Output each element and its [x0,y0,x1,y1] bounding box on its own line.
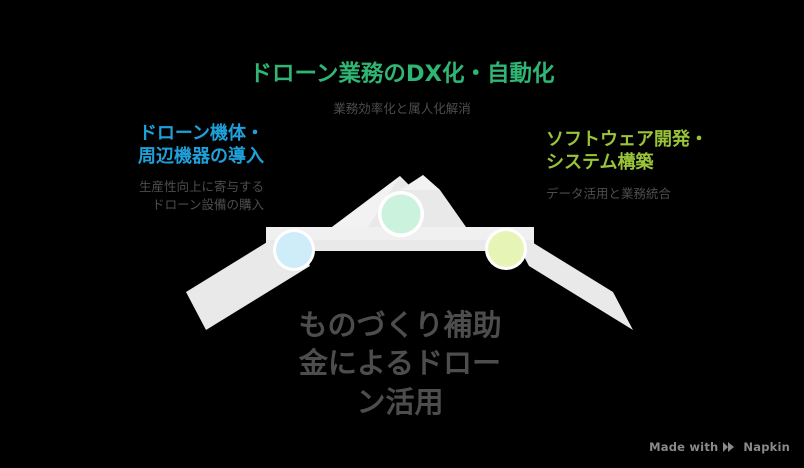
top-node-marker[interactable] [378,191,424,237]
center-label: ものづくり補助 金によるドロー ン活用 [298,308,502,419]
top-node-heading: ドローン業務のDX化・自動化 [249,61,555,87]
top-node-text-block: ドローン業務のDX化・自動化 業務効率化と属人化解消 [222,60,582,118]
right-node-heading: ソフトウェア開発・ システム構築 [546,129,708,174]
right-arm-bar [509,228,633,330]
left-node-heading: ドローン機体・ 周辺機器の導入 [138,123,264,168]
napkin-watermark: Made with Napkin [649,440,790,454]
left-node-marker[interactable] [273,229,315,271]
watermark-brand-label: Napkin [743,440,790,454]
top-node-subtext: 業務効率化と属人化解消 [333,100,471,116]
right-node-marker[interactable] [485,228,527,270]
right-node-text-block: ソフトウェア開発・ システム構築 データ活用と業務統合 [546,128,784,203]
napkin-play-icon [723,441,738,453]
watermark-made-with-label: Made with [649,440,719,454]
right-node-subtext: データ活用と業務統合 [546,186,672,202]
left-node-text-block: ドローン機体・ 周辺機器の導入 生産性向上に寄与する ドローン設備の購入 [38,122,264,214]
center-label-block: ものづくり補助 金によるドロー ン活用 [272,306,528,421]
left-node-subtext: 生産性向上に寄与する ドローン設備の購入 [138,179,264,213]
